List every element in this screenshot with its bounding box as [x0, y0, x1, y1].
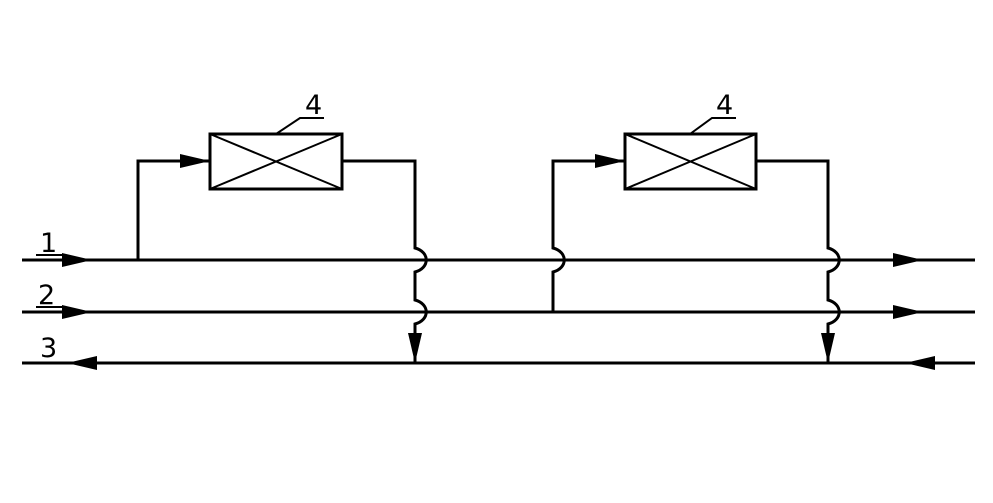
unit-left-supply-arrow [180, 154, 210, 168]
unit-right: 4 [551, 90, 841, 363]
pipe-2 [22, 305, 975, 319]
unit-right-leader [689, 117, 736, 135]
pipe-1 [22, 253, 975, 267]
pipe-2-label: 2 [38, 280, 55, 311]
pipe-3-label: 3 [40, 333, 57, 364]
pipe-1-inlet-arrow [62, 253, 92, 267]
unit-left-leader [275, 117, 324, 135]
pipe-3 [22, 356, 975, 370]
unit-left-return-arrow [408, 333, 422, 363]
pipe-3-outlet-arrow [67, 356, 97, 370]
unit-right-supply-branch [551, 159, 625, 312]
unit-right-supply-arrow [595, 154, 625, 168]
unit-right-return-arrow [821, 333, 835, 363]
unit-left-label: 4 [305, 90, 322, 121]
unit-left-supply-branch [136, 159, 210, 260]
pipe-3-inlet-arrow [905, 356, 935, 370]
pipe-1-outlet-arrow [893, 253, 923, 267]
pipe-1-label: 1 [40, 228, 57, 259]
unit-left-return-branch [342, 159, 428, 363]
pipe-2-outlet-arrow [893, 305, 923, 319]
unit-right-return-branch [756, 159, 841, 363]
pipe-2-inlet-arrow [62, 305, 92, 319]
unit-right-label: 4 [716, 90, 733, 121]
unit-left: 4 [136, 90, 428, 363]
